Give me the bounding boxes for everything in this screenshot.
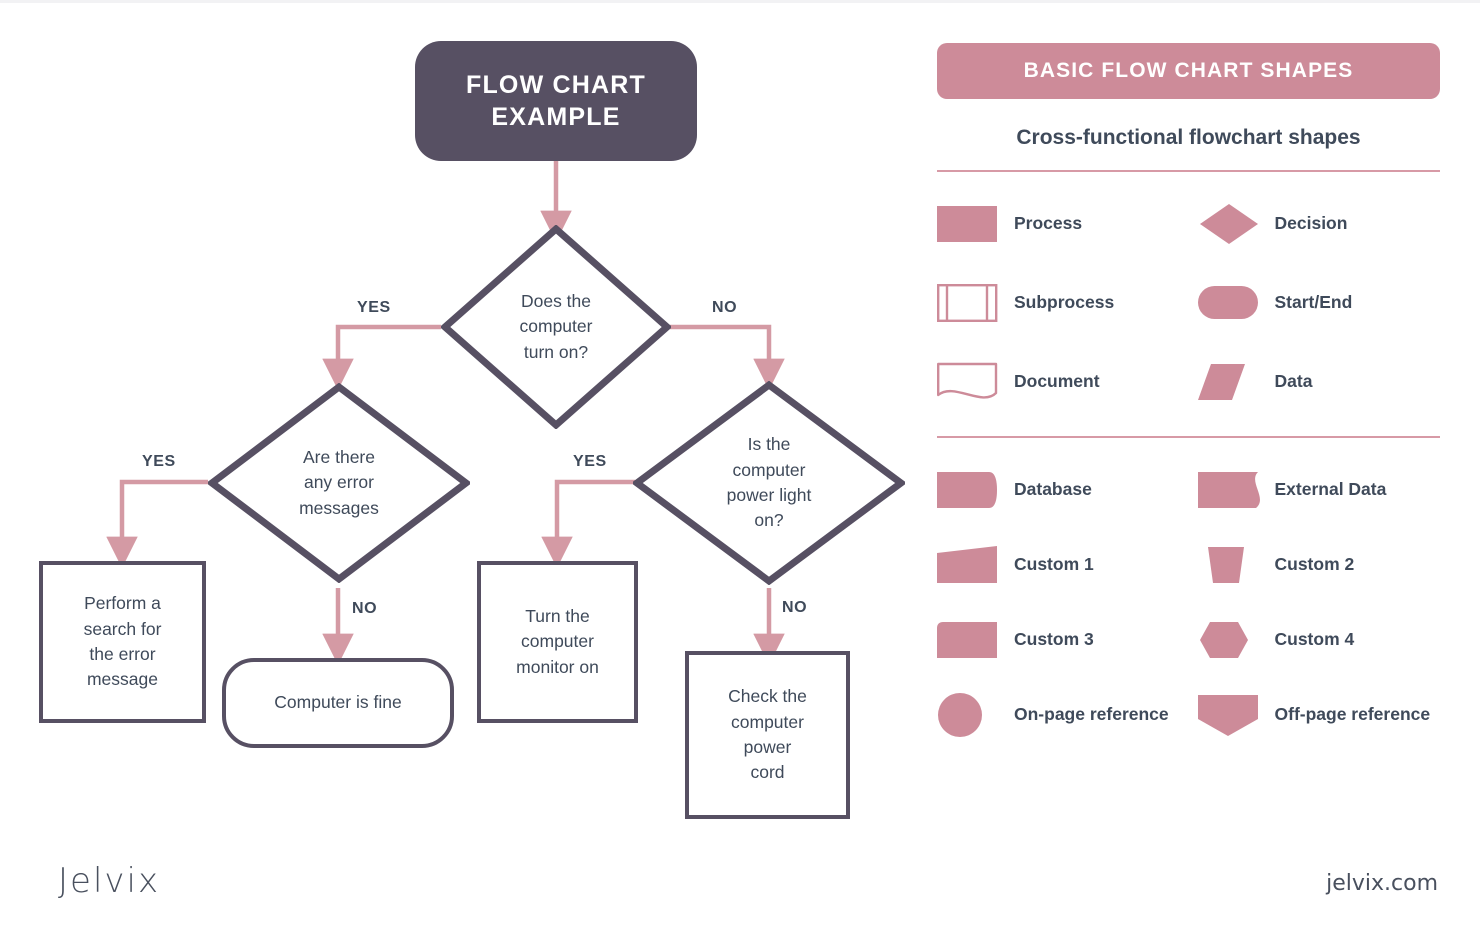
node-box4-line2: computer <box>731 711 804 732</box>
legend-item-start-end[interactable]: Start/End <box>1197 277 1441 329</box>
flow-connectors <box>106 161 785 666</box>
legend-item-document[interactable]: Document <box>937 356 1180 408</box>
legend-label-document: Document <box>1014 371 1100 392</box>
custom2-shape-icon <box>1198 542 1260 588</box>
legend-group-basic: Process Decision Subprocess <box>937 198 1440 408</box>
edge-label-d2-no: NO <box>352 600 378 617</box>
node-check-power-cord[interactable]: Check the computer power cord <box>685 651 850 819</box>
node-start[interactable]: FLOW CHART EXAMPLE <box>415 41 697 161</box>
edge-label-d3-no: NO <box>782 599 808 616</box>
legend-label-custom-4: Custom 4 <box>1274 629 1355 650</box>
legend-label-start-end: Start/End <box>1274 292 1353 313</box>
node-box3-line1: Turn the <box>525 605 590 626</box>
legend-item-external-data[interactable]: External Data <box>1197 464 1441 516</box>
node-start-line1: FLOW CHART <box>465 71 647 99</box>
subprocess-shape-icon <box>937 280 999 326</box>
legend-item-process[interactable]: Process <box>937 198 1180 250</box>
node-d3-line2: computer <box>732 459 806 480</box>
legend-label-off-page-reference: Off-page reference <box>1274 704 1431 725</box>
node-decision-power-light[interactable]: Is the computer power light on? <box>633 381 905 585</box>
node-d2-line3: messages <box>299 497 379 518</box>
legend-label-on-page-reference: On-page reference <box>1014 704 1169 725</box>
node-box3-line2: computer <box>521 631 594 652</box>
node-d1-line3: turn on? <box>523 341 589 362</box>
node-computer-is-fine[interactable]: Computer is fine <box>222 658 454 748</box>
node-d3-line3: power light <box>726 485 812 505</box>
node-box3-line3: monitor on <box>516 656 599 677</box>
on-page-reference-shape-icon <box>937 692 999 738</box>
edge-d1-no-to-d3 <box>670 324 785 391</box>
legend-label-database: Database <box>1014 479 1092 500</box>
data-shape-icon <box>1197 359 1260 405</box>
legend-item-custom-1[interactable]: Custom 1 <box>937 539 1180 591</box>
legend-item-subprocess[interactable]: Subprocess <box>937 277 1180 329</box>
node-start-line2: EXAMPLE <box>491 103 621 131</box>
node-perform-search[interactable]: Perform a search for the error message <box>39 561 206 723</box>
custom1-shape-icon <box>937 542 999 588</box>
legend-panel: BASIC FLOW CHART SHAPES Cross-functional… <box>937 43 1440 741</box>
external-data-shape-icon <box>1197 467 1260 513</box>
node-box4-line4: cord <box>750 762 785 783</box>
node-box4-line1: Check the <box>728 686 807 707</box>
brand-logo[interactable]: Jelvix <box>58 861 161 901</box>
legend-label-external-data: External Data <box>1274 479 1387 500</box>
legend-item-custom-2[interactable]: Custom 2 <box>1198 539 1441 591</box>
legend-label-custom-1: Custom 1 <box>1014 554 1094 575</box>
node-d1-line2: computer <box>519 316 593 337</box>
node-d3-line1: Is the <box>747 434 791 455</box>
legend-label-custom-2: Custom 2 <box>1274 554 1355 575</box>
legend-banner: BASIC FLOW CHART SHAPES <box>937 43 1440 99</box>
edge-label-d3-yes: YES <box>573 453 607 470</box>
website-url[interactable]: jelvix.com <box>1326 871 1438 896</box>
node-box1-line1: Perform a <box>84 593 161 614</box>
custom4-shape-icon <box>1198 617 1260 663</box>
legend-item-off-page-reference[interactable]: Off-page reference <box>1197 689 1441 741</box>
edge-label-d1-yes: YES <box>357 299 391 316</box>
node-d3-line4: on? <box>754 510 784 531</box>
legend-item-on-page-reference[interactable]: On-page reference <box>937 689 1180 741</box>
decision-diamond-icon <box>208 383 470 583</box>
edge-d3-yes-to-box3 <box>541 479 635 569</box>
decision-diamond-icon <box>441 225 671 429</box>
legend-item-decision[interactable]: Decision <box>1198 198 1441 250</box>
node-d2-line2: any error <box>303 472 374 493</box>
legend-item-custom-4[interactable]: Custom 4 <box>1198 614 1441 666</box>
legend-item-custom-3[interactable]: Custom 3 <box>937 614 1180 666</box>
legend-label-subprocess: Subprocess <box>1014 292 1115 313</box>
node-decision-turn-on[interactable]: Does the computer turn on? <box>441 225 671 429</box>
legend-divider-top <box>937 170 1440 172</box>
node-box1-line3: the error <box>89 644 156 664</box>
off-page-reference-shape-icon <box>1197 692 1260 738</box>
decision-shape-icon <box>1198 201 1260 247</box>
custom3-shape-icon <box>937 617 999 663</box>
legend-label-custom-3: Custom 3 <box>1014 629 1094 650</box>
legend-divider-bottom <box>937 436 1440 438</box>
node-d2-line1: Are there <box>303 446 375 467</box>
legend-label-decision: Decision <box>1274 213 1348 234</box>
legend-group-extended: Database External Data Custom 1 <box>937 464 1440 741</box>
legend-subtitle: Cross-functional flowchart shapes <box>1016 126 1361 149</box>
edge-d1-yes-to-d2 <box>322 324 441 391</box>
edge-label-d2-yes: YES <box>142 453 176 470</box>
node-d1-line1: Does the <box>520 290 592 311</box>
node-box1-line2: search for <box>83 618 162 639</box>
legend-label-data: Data <box>1274 371 1313 392</box>
process-shape-icon <box>937 201 999 247</box>
legend-label-process: Process <box>1014 213 1083 234</box>
node-turn-monitor-on[interactable]: Turn the computer monitor on <box>477 561 638 723</box>
node-box4-line3: power <box>743 737 792 757</box>
legend-item-database[interactable]: Database <box>937 464 1180 516</box>
edge-label-d1-no: NO <box>712 299 738 316</box>
node-box1-line4: message <box>86 669 158 690</box>
start-end-shape-icon <box>1197 280 1260 326</box>
edge-d2-yes-to-box1 <box>106 479 208 569</box>
node-decision-error-messages[interactable]: Are there any error messages <box>208 383 470 583</box>
document-shape-icon <box>937 359 999 405</box>
legend-item-data[interactable]: Data <box>1197 356 1441 408</box>
database-shape-icon <box>937 467 999 513</box>
node-box2-line1: Computer is fine <box>274 692 402 713</box>
decision-diamond-icon <box>633 381 905 585</box>
